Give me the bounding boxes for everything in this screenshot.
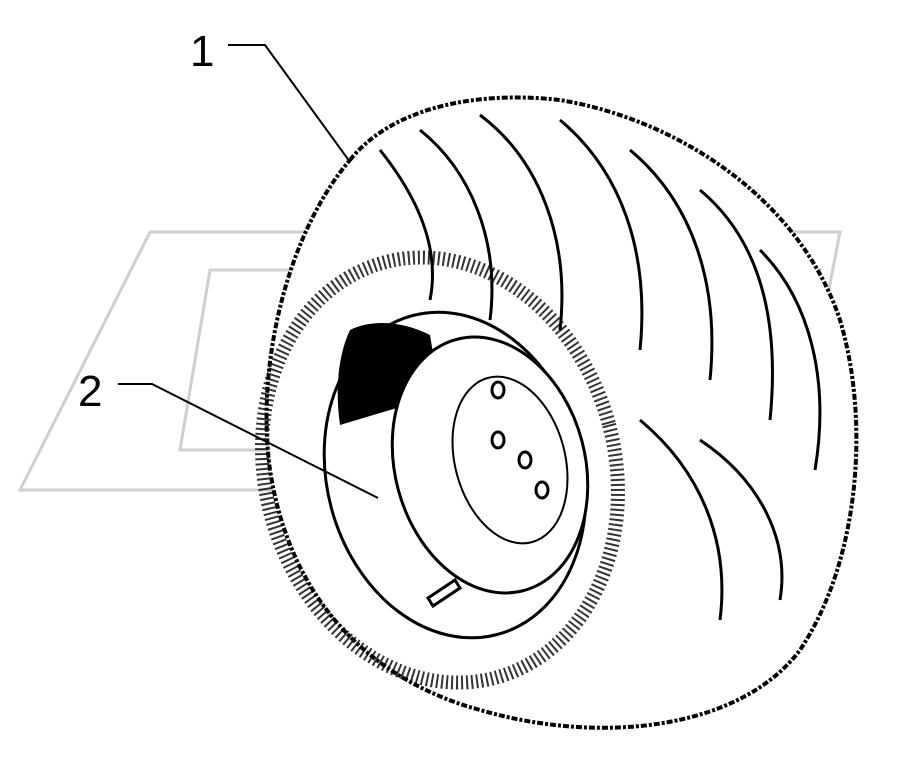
sidewall-texture (255, 250, 625, 690)
tread-pattern (378, 113, 822, 621)
callout-1: 1 (190, 27, 215, 76)
lug-holes (490, 380, 550, 500)
hub-center (451, 375, 569, 545)
leader-line-1 (228, 44, 351, 163)
tire-illustration (255, 95, 859, 730)
leader-lines (118, 44, 379, 499)
callout-2: 2 (78, 367, 103, 416)
valve-stem (425, 577, 463, 609)
wheel-hub (390, 335, 590, 595)
leader-line-2 (118, 383, 379, 499)
